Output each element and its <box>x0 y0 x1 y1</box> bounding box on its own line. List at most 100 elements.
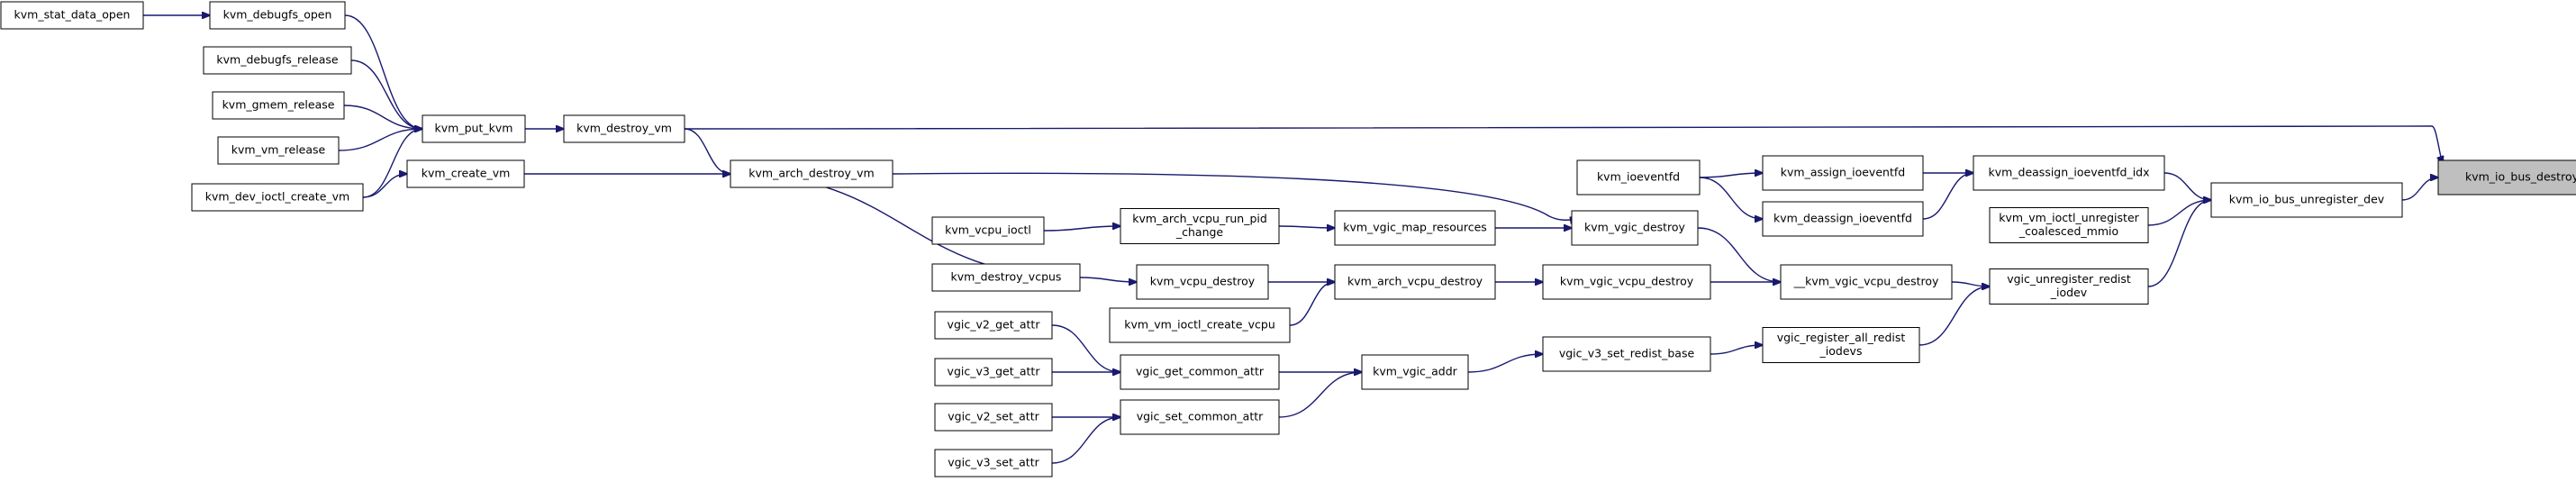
node-box <box>2210 182 2403 218</box>
node-kvm-debugfs-open[interactable]: kvm_debugfs_open <box>209 1 346 30</box>
node-label: vgic_unregister_redist <box>2007 272 2131 286</box>
node-kvm-vm-ioctl-create-vcpu[interactable]: kvm_vm_ioctl_create_vcpu <box>1109 307 1291 343</box>
node-box <box>1120 208 1280 244</box>
node-kvm-io-bus-unregister-dev[interactable]: kvm_io_bus_unregister_dev <box>2210 182 2403 218</box>
edge-kvm-ioeventfd-to-kvm-assign-ioeventfd <box>1699 173 1763 178</box>
node-label: kvm_vgic_map_resources <box>1343 221 1487 234</box>
node-label: kvm_arch_vcpu_destroy <box>1347 275 1483 288</box>
node-vgic-get-common-attr[interactable]: vgic_get_common_attr <box>1120 354 1280 390</box>
node-vgic-unregister-redist-iodev[interactable]: vgic_unregister_redist_iodev <box>1989 268 2149 305</box>
node-kvm-gmem-release[interactable]: kvm_gmem_release <box>212 91 345 120</box>
edge-vgic-v3-set-redist-base-to-vgic-register-all-redist-iodevs <box>1710 345 1763 355</box>
node-box <box>1136 264 1269 300</box>
node-label: kvm_dev_ioctl_create_vm <box>205 190 349 204</box>
edge-vgic-unregister-redist-iodev-to-kvm-io-bus-unregister-dev <box>2147 200 2211 287</box>
node-vgic-v2-set-attr[interactable]: vgic_v2_set_attr <box>934 403 1053 432</box>
node-label: kvm_arch_vcpu_run_pid <box>1132 212 1267 225</box>
node-label: _iodev <box>2050 286 2088 299</box>
node-label: vgic_v3_get_attr <box>948 365 1041 378</box>
node-kvm-vgic-vcpu-destroy[interactable]: __kvm_vgic_vcpu_destroy <box>1780 264 1953 300</box>
edge-kvm-vcpu-ioctl-to-kvm-arch-vcpu-run-pid-change <box>1043 226 1120 232</box>
node-label: kvm_vm_ioctl_create_vcpu <box>1124 318 1275 332</box>
edge-kvm-destroy-vm-to-kvm-arch-destroy-vm <box>684 128 730 174</box>
node-label: kvm_debugfs_release <box>216 53 339 67</box>
node-box <box>406 159 525 188</box>
node-kvm-deassign-ioeventfd-idx[interactable]: kvm_deassign_ioeventfd_idx <box>1973 155 2165 191</box>
node-box <box>931 263 1081 292</box>
node-kvm-stat-data-open[interactable]: kvm_stat_data_open <box>0 1 144 30</box>
node-label: kvm_gmem_release <box>222 98 335 112</box>
node-label: kvm_vgic_addr <box>1373 365 1458 378</box>
node-box <box>1361 354 1469 390</box>
node-label: kvm_arch_destroy_vm <box>748 167 874 180</box>
edge-kvm-arch-destroy-vm-to-kvm-vgic-destroy <box>892 172 1578 220</box>
node-label: vgic_get_common_attr <box>1136 365 1265 378</box>
node-box <box>1542 264 1711 300</box>
edge-vgic-v2-get-attr-to-vgic-get-common-attr <box>1051 324 1120 372</box>
node-label: kvm_vgic_vcpu_destroy <box>1560 275 1694 288</box>
edge-kvm-io-bus-unregister-dev-to-kvm-io-bus-destroy <box>2401 177 2438 201</box>
node-kvm-vcpu-destroy[interactable]: kvm_vcpu_destroy <box>1136 264 1269 300</box>
node-kvm-put-kvm[interactable]: kvm_put_kvm <box>422 114 526 143</box>
node-box <box>191 183 364 212</box>
node-label: _change <box>1175 225 1224 239</box>
node-kvm-vgic-destroy[interactable]: kvm_vgic_destroy <box>1571 210 1699 246</box>
node-kvm-vm-release[interactable]: kvm_vm_release <box>217 136 340 165</box>
node-kvm-io-bus-destroy[interactable]: kvm_io_bus_destroy <box>2437 159 2576 196</box>
node-kvm-vgic-vcpu-destroy[interactable]: kvm_vgic_vcpu_destroy <box>1542 264 1711 300</box>
node-kvm-vcpu-ioctl[interactable]: kvm_vcpu_ioctl <box>931 216 1045 245</box>
node-kvm-arch-destroy-vm[interactable]: kvm_arch_destroy_vm <box>730 159 893 188</box>
edge-kvm-vgic-vcpu-destroy-to-vgic-unregister-redist-iodev <box>1951 281 1990 286</box>
edge-kvm-vgic-destroy-to-kvm-vgic-vcpu-destroy <box>1697 227 1781 282</box>
node-box <box>934 403 1053 432</box>
node-kvm-vm-ioctl-unregister-coalesced-mmio[interactable]: kvm_vm_ioctl_unregister_coalesced_mmio <box>1989 207 2149 243</box>
node-box <box>1571 210 1699 246</box>
node-vgic-v2-get-attr[interactable]: vgic_v2_get_attr <box>934 311 1053 340</box>
node-box <box>934 449 1053 477</box>
node-kvm-deassign-ioeventfd[interactable]: kvm_deassign_ioeventfd <box>1762 201 1924 237</box>
node-kvm-arch-vcpu-run-pid-change[interactable]: kvm_arch_vcpu_run_pid_change <box>1120 208 1280 244</box>
node-box <box>209 1 346 30</box>
edge-kvm-deassign-ioeventfd-to-kvm-deassign-ioeventfd-idx <box>1922 173 1973 220</box>
node-label: kvm_io_bus_unregister_dev <box>2229 193 2385 206</box>
node-kvm-ioeventfd[interactable]: kvm_ioeventfd <box>1576 159 1701 196</box>
node-vgic-v3-set-attr[interactable]: vgic_v3_set_attr <box>934 449 1053 477</box>
node-vgic-v3-set-redist-base[interactable]: vgic_v3_set_redist_base <box>1542 336 1711 372</box>
edge-vgic-set-common-attr-to-kvm-vgic-addr <box>1278 372 1362 418</box>
node-kvm-vgic-addr[interactable]: kvm_vgic_addr <box>1361 354 1469 390</box>
node-label: kvm_deassign_ioeventfd_idx <box>1988 166 2149 179</box>
edge-kvm-destroy-vcpus-to-kvm-vcpu-destroy <box>1079 277 1137 282</box>
node-box <box>931 216 1045 245</box>
edge-kvm-vm-release-to-kvm-put-kvm <box>338 129 422 151</box>
node-kvm-arch-vcpu-destroy[interactable]: kvm_arch_vcpu_destroy <box>1334 264 1496 300</box>
edge-kvm-vm-ioctl-create-vcpu-to-kvm-arch-vcpu-destroy <box>1289 282 1335 326</box>
node-box <box>1120 354 1280 390</box>
node-kvm-dev-ioctl-create-vm[interactable]: kvm_dev_ioctl_create_vm <box>191 183 364 212</box>
edge-kvm-arch-vcpu-run-pid-change-to-kvm-vgic-map-resources <box>1278 226 1335 228</box>
node-kvm-debugfs-release[interactable]: kvm_debugfs_release <box>203 46 352 75</box>
node-label: kvm_ioeventfd <box>1597 170 1680 184</box>
node-box <box>1334 210 1496 246</box>
node-box <box>1762 327 1920 363</box>
node-kvm-destroy-vcpus[interactable]: kvm_destroy_vcpus <box>931 263 1081 292</box>
node-kvm-create-vm[interactable]: kvm_create_vm <box>406 159 525 188</box>
node-box <box>203 46 352 75</box>
edge-kvm-vm-ioctl-unregister-coalesced-mmio-to-kvm-io-bus-unregister-dev <box>2147 200 2211 226</box>
node-kvm-destroy-vm[interactable]: kvm_destroy_vm <box>563 114 685 143</box>
node-box <box>730 159 893 188</box>
node-label: kvm_create_vm <box>422 167 511 180</box>
node-box <box>212 91 345 120</box>
node-box <box>1989 207 2149 243</box>
edge-vgic-v3-set-attr-to-vgic-set-common-attr <box>1051 417 1120 464</box>
edge-kvm-debugfs-release-to-kvm-put-kvm <box>350 59 422 129</box>
node-kvm-assign-ioeventfd[interactable]: kvm_assign_ioeventfd <box>1762 155 1924 191</box>
node-vgic-v3-get-attr[interactable]: vgic_v3_get_attr <box>934 358 1053 387</box>
node-box <box>934 311 1053 340</box>
node-vgic-register-all-redist-iodevs[interactable]: vgic_register_all_redist_iodevs <box>1762 327 1920 363</box>
node-kvm-vgic-map-resources[interactable]: kvm_vgic_map_resources <box>1334 210 1496 246</box>
node-box <box>1973 155 2165 191</box>
node-label: kvm_stat_data_open <box>14 8 131 22</box>
node-vgic-set-common-attr[interactable]: vgic_set_common_attr <box>1120 399 1280 435</box>
node-box <box>563 114 685 143</box>
